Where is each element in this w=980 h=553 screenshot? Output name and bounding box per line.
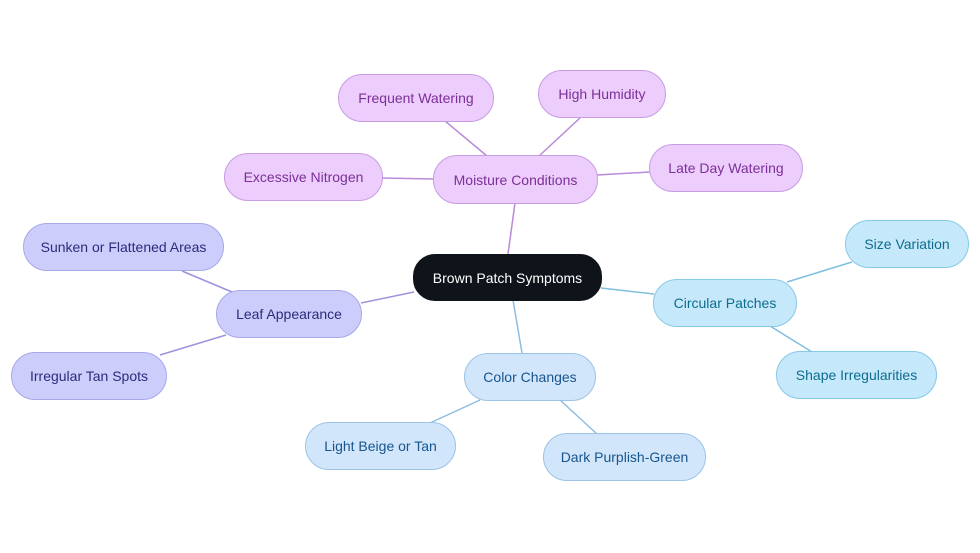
- node-light-beige-or-tan[interactable]: Light Beige or Tan: [305, 422, 456, 470]
- edge-color-light-beige: [429, 399, 481, 424]
- edge-root-color: [512, 299, 523, 354]
- edge-circular-shape: [769, 325, 813, 353]
- edge-root-moisture: [507, 202, 516, 255]
- node-dark-purplish-green[interactable]: Dark Purplish-Green: [543, 433, 706, 481]
- node-circular-patches[interactable]: Circular Patches: [653, 279, 797, 327]
- node-high-humidity[interactable]: High Humidity: [538, 70, 666, 118]
- edge-root-circular: [600, 287, 655, 295]
- edge-moisture-excessive-nitrogen: [381, 177, 435, 180]
- root-node[interactable]: Brown Patch Symptoms: [413, 254, 602, 301]
- edge-moisture-late-day-watering: [596, 171, 651, 176]
- edge-leaf-irregular-spots: [159, 334, 227, 356]
- node-leaf-appearance[interactable]: Leaf Appearance: [216, 290, 362, 338]
- edge-color-dark-purplish: [559, 399, 598, 435]
- node-color-changes[interactable]: Color Changes: [464, 353, 596, 401]
- node-excessive-nitrogen[interactable]: Excessive Nitrogen: [224, 153, 383, 201]
- edge-moisture-frequent-watering: [444, 120, 488, 157]
- node-frequent-watering[interactable]: Frequent Watering: [338, 74, 494, 122]
- edge-root-leaf: [360, 291, 415, 304]
- edge-leaf-sunken: [181, 270, 233, 293]
- node-size-variation[interactable]: Size Variation: [845, 220, 969, 268]
- node-moisture-conditions[interactable]: Moisture Conditions: [433, 155, 598, 204]
- edge-moisture-high-humidity: [538, 117, 581, 157]
- edge-circular-size: [786, 261, 853, 283]
- node-late-day-watering[interactable]: Late Day Watering: [649, 144, 803, 192]
- node-irregular-tan-spots[interactable]: Irregular Tan Spots: [11, 352, 167, 400]
- node-sunken-flattened-areas[interactable]: Sunken or Flattened Areas: [23, 223, 224, 271]
- node-shape-irregularities[interactable]: Shape Irregularities: [776, 351, 937, 399]
